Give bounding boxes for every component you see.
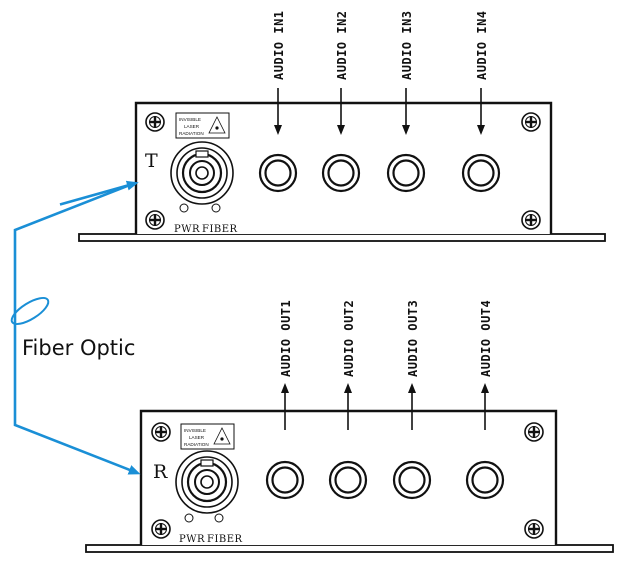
audio-out-jack (328, 460, 368, 500)
screw-icon (520, 111, 542, 133)
screw-icon (523, 421, 545, 443)
fiber-led-icon (214, 513, 224, 523)
screw-icon (144, 111, 166, 133)
screw-icon (150, 518, 172, 540)
tx-fiber-label: FIBER (202, 224, 238, 235)
pwr-led-icon (179, 203, 189, 213)
fiber-led-icon (211, 203, 221, 213)
receiver-unit: R INVISIBLE LASER RADIATION PWR FIBER AU… (85, 300, 614, 553)
audio-in-jack (258, 153, 298, 193)
screw-icon (520, 209, 542, 231)
fiber-cable-line (13, 181, 141, 475)
audio-in-jack (386, 153, 426, 193)
fiber-cable-start-arrow (59, 180, 139, 206)
screw-icon (144, 209, 166, 231)
audio-out-label: AUDIO OUT2 (342, 300, 356, 377)
warning-line-2: LASER (189, 435, 205, 440)
warning-line-2: LASER (184, 124, 200, 129)
tx-laser-warning-label: INVISIBLE LASER RADIATION (175, 112, 230, 139)
audio-in-jack (461, 153, 501, 193)
rx-laser-warning-label: INVISIBLE LASER RADIATION (180, 423, 235, 450)
warning-line-1: INVISIBLE (179, 117, 201, 122)
audio-out-label: AUDIO OUT1 (279, 300, 293, 377)
audio-out-label: AUDIO OUT4 (479, 300, 493, 377)
tx-pwr-label: PWR (174, 224, 200, 235)
laser-hazard-icon (208, 116, 226, 134)
tx-port-labels: AUDIO IN1 AUDIO IN2 AUDIO IN3 AUDIO IN4 (272, 10, 489, 135)
warning-line-3: RADIATION (184, 442, 209, 447)
audio-out-label: AUDIO OUT3 (406, 300, 420, 377)
transmitter-unit: T INVISIBLE LASER RADIATION PWR FIBER AU… (78, 10, 606, 242)
audio-out-jack (392, 460, 432, 500)
rx-fiber-label: FIBER (207, 534, 243, 545)
fiber-optic-cable: Fiber Optic (10, 180, 141, 475)
warning-line-3: RADIATION (179, 131, 204, 136)
audio-in-jack (321, 153, 361, 193)
fiber-bundle-icon (10, 296, 50, 326)
tx-unit-letter: T (145, 150, 158, 172)
rx-pwr-label: PWR (179, 534, 205, 545)
audio-in-label: AUDIO IN1 (272, 10, 286, 80)
rx-fiber-connector (175, 450, 239, 514)
tx-mounting-flange (78, 233, 606, 242)
rx-mounting-flange (85, 544, 614, 553)
audio-out-jack (465, 460, 505, 500)
audio-in-label: AUDIO IN4 (475, 10, 489, 80)
audio-out-jack (265, 460, 305, 500)
laser-hazard-icon (213, 427, 231, 445)
rx-unit-letter: R (153, 461, 168, 483)
rx-port-labels: AUDIO OUT1 AUDIO OUT2 AUDIO OUT3 AUDIO OUT4 (279, 300, 493, 430)
pwr-led-icon (184, 513, 194, 523)
warning-line-1: INVISIBLE (184, 428, 206, 433)
screw-icon (150, 421, 172, 443)
audio-in-label: AUDIO IN3 (400, 10, 414, 80)
screw-icon (523, 518, 545, 540)
audio-in-label: AUDIO IN2 (335, 10, 349, 80)
fiber-optic-label: Fiber Optic (22, 336, 135, 360)
tx-fiber-connector (170, 141, 234, 205)
